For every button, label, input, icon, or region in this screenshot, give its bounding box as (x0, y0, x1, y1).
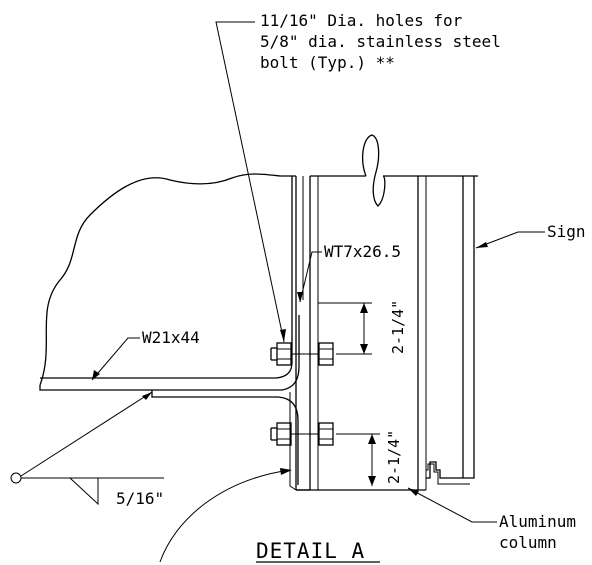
w21-label: W21x44 (142, 328, 200, 347)
aluminum-label-line2: column (499, 533, 557, 552)
holes-leader (215, 21, 286, 343)
w21-leader (91, 337, 140, 381)
section-arc-arrow (280, 468, 292, 475)
beam-bottom-flange (39, 315, 300, 391)
aluminum-leader (407, 487, 497, 523)
upper-bolt (270, 342, 334, 366)
holes-note-line3: bolt (Typ.) ** (260, 53, 395, 72)
dimension-upper-label: 2-1/4" (389, 300, 407, 354)
holes-note-line1: 11/16" Dia. holes for (260, 11, 463, 30)
dimension-lower-label: 2-1/4" (385, 430, 403, 484)
weld-size-label: 5/16" (116, 489, 164, 508)
beam-top-of-flange-line (40, 176, 293, 379)
weld-symbol (10, 391, 164, 506)
sign-panel (426, 176, 475, 479)
sign-clip (426, 463, 470, 485)
lower-bolt (270, 422, 334, 446)
wt-label: WT7x26.5 (324, 242, 401, 261)
beam-break-line (39, 173, 296, 386)
detail-title: DETAIL A (256, 539, 365, 563)
aluminum-label-line1: Aluminum (499, 512, 576, 531)
sign-leader (475, 231, 545, 249)
wt-leader (297, 251, 322, 303)
dimension-lower (336, 433, 380, 486)
beam-lower-flange (151, 390, 299, 485)
sign-label: Sign (547, 222, 586, 241)
column-break-symbol (361, 134, 386, 207)
holes-note-line2: 5/8" dia. stainless steel (260, 32, 501, 51)
dimension-upper (318, 302, 372, 355)
section-arc (159, 469, 291, 563)
